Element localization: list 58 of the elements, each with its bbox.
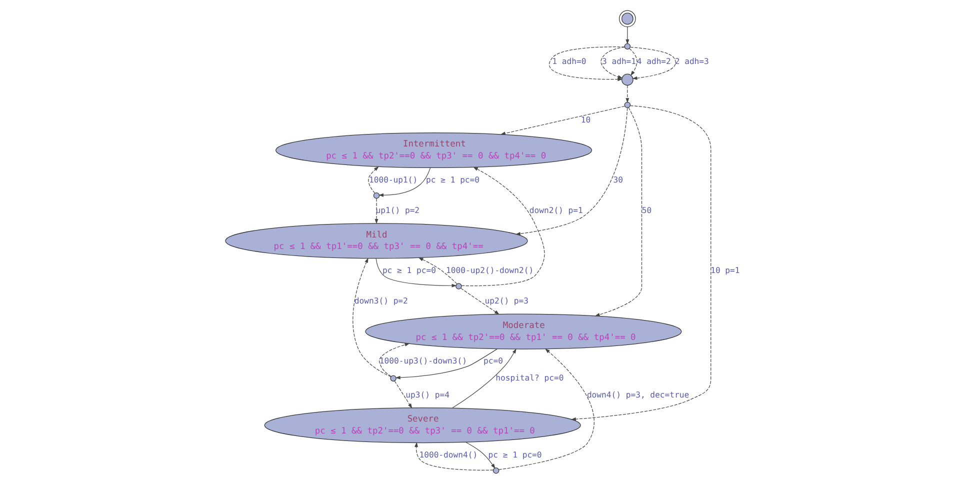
arrow (378, 343, 410, 377)
edge-label: 1000-up2()-down2() (446, 265, 534, 276)
arrow (452, 348, 516, 408)
arrow (514, 108, 628, 236)
edge-label: pc ≥ 1 pc=0 (426, 174, 480, 184)
arrow (374, 198, 378, 224)
edge-label: pc ≥ 1 pc=0 (488, 449, 542, 460)
arrow (375, 258, 456, 288)
arrow (625, 85, 629, 104)
edge-label: 1000-up1() (368, 174, 418, 184)
node-ellipse: Mild pc ≤ 1 && tp1'==0 && tp3' == 0 && tp4'== (224, 223, 528, 259)
edge-label: 1000-down4() (418, 449, 478, 460)
arrow (394, 380, 412, 408)
edge-label: up2() p=3 (484, 296, 528, 306)
arrow (418, 257, 457, 284)
node-circle (621, 74, 633, 86)
edge-label: 10 p=1 (710, 265, 740, 276)
node-circle (492, 467, 499, 474)
arrow (600, 46, 624, 78)
node-circle (624, 43, 630, 50)
edge-label: down3() p=2 (354, 296, 408, 306)
arrow (630, 46, 676, 80)
edge-label: pc ≥ 1 pc=0 (382, 265, 436, 276)
arrow (352, 258, 391, 378)
arrow (368, 166, 378, 194)
edge-label: 30 (612, 174, 622, 184)
edge-label: 1000-up3()-down3() (378, 356, 466, 366)
arrow (500, 106, 624, 136)
edge-label: down2() p=1 (528, 204, 582, 215)
node-circle (618, 10, 636, 28)
node-ellipse: Severe pc ≤ 1 && tp2'==0 && tp3' == 0 && tp1'== 0 (264, 407, 580, 444)
edge-label: 3 adh=1 (602, 56, 636, 66)
edge-label: pc=0 (483, 356, 502, 366)
arrow (625, 26, 629, 44)
edge-label: down4() p=3, dec=true (586, 389, 689, 400)
edge-label: hospital? pc=0 (495, 372, 564, 383)
arrow (460, 166, 544, 286)
arrow (465, 442, 495, 469)
arrow (394, 348, 497, 380)
node-circle (372, 192, 380, 199)
arrow (628, 48, 637, 76)
arrow (570, 105, 711, 421)
node-circle (390, 375, 396, 382)
edge-label: 50 (641, 204, 652, 215)
edge-label: up3() p=4 (405, 389, 449, 400)
arrow (498, 348, 594, 470)
edge-label: up1() p=2 (375, 204, 420, 215)
edge-label: 2 adh=3 (674, 56, 708, 66)
arrow (548, 46, 624, 82)
node-circle (624, 102, 630, 108)
arrow (378, 168, 430, 197)
node-circle (455, 283, 462, 290)
arrow (594, 107, 642, 316)
arrow (460, 288, 499, 315)
edge-label: 10 (580, 114, 590, 124)
edge-label: 1 adh=0 (552, 56, 586, 66)
edge-label: 4 adh=2 (636, 56, 670, 66)
arrow (414, 442, 494, 470)
